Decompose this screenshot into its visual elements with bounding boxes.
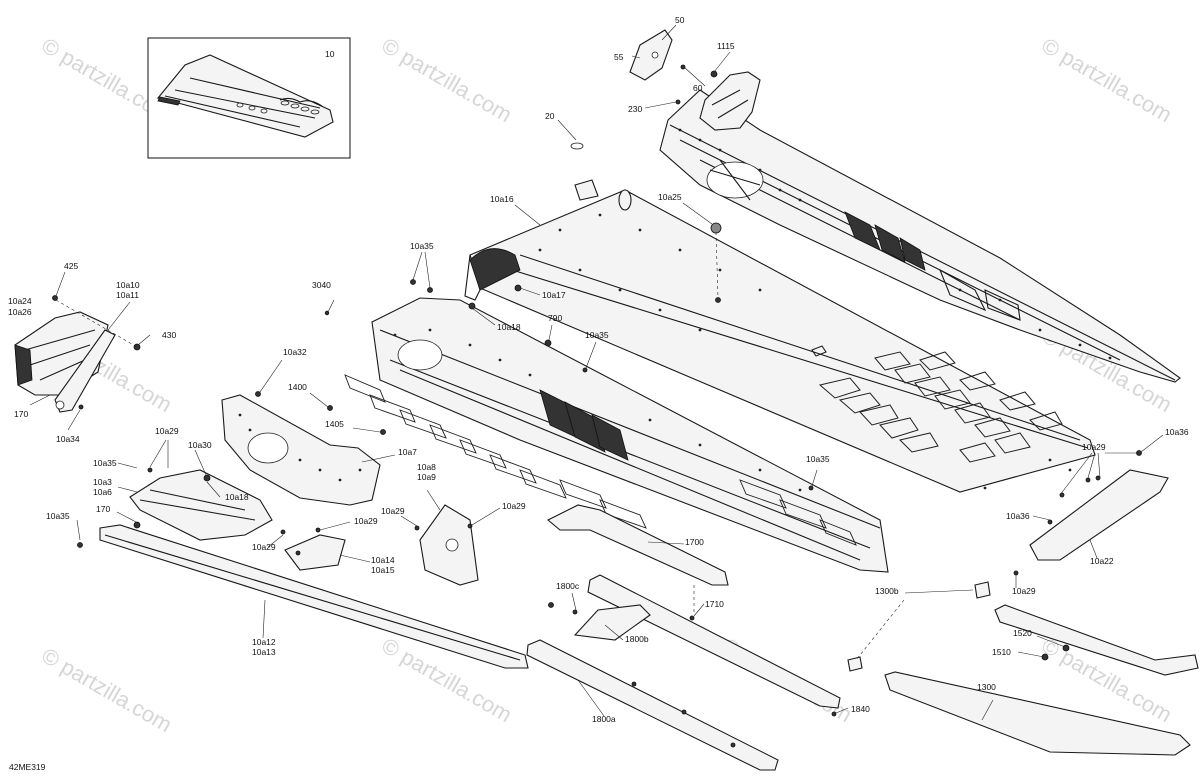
callout-label: 10a3 [93, 477, 112, 487]
callout-label: 10a35 [806, 454, 830, 464]
callout-label: 1115 [717, 41, 735, 51]
callout-label: 10a35 [410, 241, 434, 251]
rear-tunnel-rail [659, 89, 1181, 383]
callout-label: 10a25 [658, 192, 682, 202]
callout-label: 10a17 [542, 290, 566, 300]
callout-label: 1300 [977, 682, 996, 692]
ski-1300 [884, 671, 1191, 756]
callout-label: 10a13 [252, 647, 276, 657]
callout-label: 10a15 [371, 565, 395, 575]
callout-label: 10a29 [381, 506, 405, 516]
callout-label: 1800a [592, 714, 616, 724]
bracket-10a14 [284, 534, 346, 571]
callout-label: 50 [675, 15, 685, 25]
watermark: © partzilla.com [378, 33, 517, 128]
callout-label: 3040 [312, 280, 331, 290]
hardware [52, 64, 1142, 748]
callout-label: 55 [614, 52, 624, 62]
callout-label: 10a29 [252, 542, 276, 552]
rail-1300-upper [994, 604, 1199, 676]
callout-label: 10a29 [1012, 586, 1036, 596]
inset-tunnel-view [147, 37, 351, 159]
callout-label: 10a36 [1165, 427, 1189, 437]
callout-label: 10a6 [93, 487, 112, 497]
callout-label: 10a35 [585, 330, 609, 340]
callout-label: 10a12 [252, 637, 276, 647]
callout-label: 1520 [1013, 628, 1032, 638]
callout-label: 1700 [685, 537, 704, 547]
callout-label: 425 [64, 261, 78, 271]
callout-label: 1300b [875, 586, 899, 596]
callout-label: 10a24 [8, 296, 32, 306]
callout-label: 10a16 [490, 194, 514, 204]
callout-label: 1510 [992, 647, 1011, 657]
tunnel-side [344, 297, 889, 573]
bumper-10a12 [99, 524, 529, 669]
callout-label: 170 [96, 504, 110, 514]
callout-label: 10a18 [497, 322, 521, 332]
callout-label: 10a18 [225, 492, 249, 502]
callout-label: 10a11 [116, 290, 139, 300]
plate-10a8 [419, 504, 479, 586]
rail-1700 [547, 504, 729, 586]
callout-label: 170 [14, 409, 28, 419]
fastener-1300b [847, 581, 991, 672]
callout-label: 10a8 [417, 462, 436, 472]
callout-label: 1800c [556, 581, 580, 591]
rail-1800a [526, 639, 779, 771]
callout-label: 10a22 [1090, 556, 1114, 566]
callout-label: 10a26 [8, 307, 32, 317]
callout-label: 10a7 [398, 447, 417, 457]
callout-label: 10a29 [502, 501, 526, 511]
figure-code: 42ME319 [9, 762, 46, 772]
rear-bracket [699, 71, 761, 131]
callout-label: 10a29 [1082, 442, 1106, 452]
callout-label: 10a29 [354, 516, 378, 526]
callout-label: 10a36 [1006, 511, 1030, 521]
bar-10a22 [1029, 469, 1169, 561]
callout-label: 1840 [851, 704, 870, 714]
watermark: © partzilla.com [38, 643, 177, 738]
callout-label: 1405 [325, 419, 344, 429]
callout-label: 230 [628, 104, 642, 114]
engine-plate [221, 394, 381, 506]
callout-label: 10a35 [93, 458, 117, 468]
callout-label: 10a30 [188, 440, 212, 450]
callout-label: 10a35 [46, 511, 70, 521]
callout-label: 1800b [625, 634, 649, 644]
callout-label: 10a10 [116, 280, 140, 290]
callout-label: 10a32 [283, 347, 307, 357]
rail-1800b [573, 574, 841, 709]
cover-plate [629, 29, 673, 81]
callout-label: 10a9 [417, 472, 436, 482]
callout-label: 20 [545, 111, 555, 121]
watermark: © partzilla.com [1038, 33, 1177, 128]
leader-lines [29, 24, 1164, 721]
callout-label: 10a29 [155, 426, 179, 436]
callout-label: 1710 [705, 599, 724, 609]
callout-label: 10a34 [56, 434, 80, 444]
callout-labels: 10 50 55 60 1115 230 20 10a16 10a25 10a3… [8, 15, 1189, 772]
callout-label: 430 [162, 330, 176, 340]
callout-label: 10a14 [371, 555, 395, 565]
lower-bracket-10a3 [129, 469, 273, 541]
callout-label: 10 [325, 49, 335, 59]
callout-label: 1400 [288, 382, 307, 392]
front-strut [54, 329, 116, 413]
deck-fitting [570, 142, 632, 211]
callout-label: 790 [548, 313, 562, 323]
callout-label: 60 [693, 83, 703, 93]
